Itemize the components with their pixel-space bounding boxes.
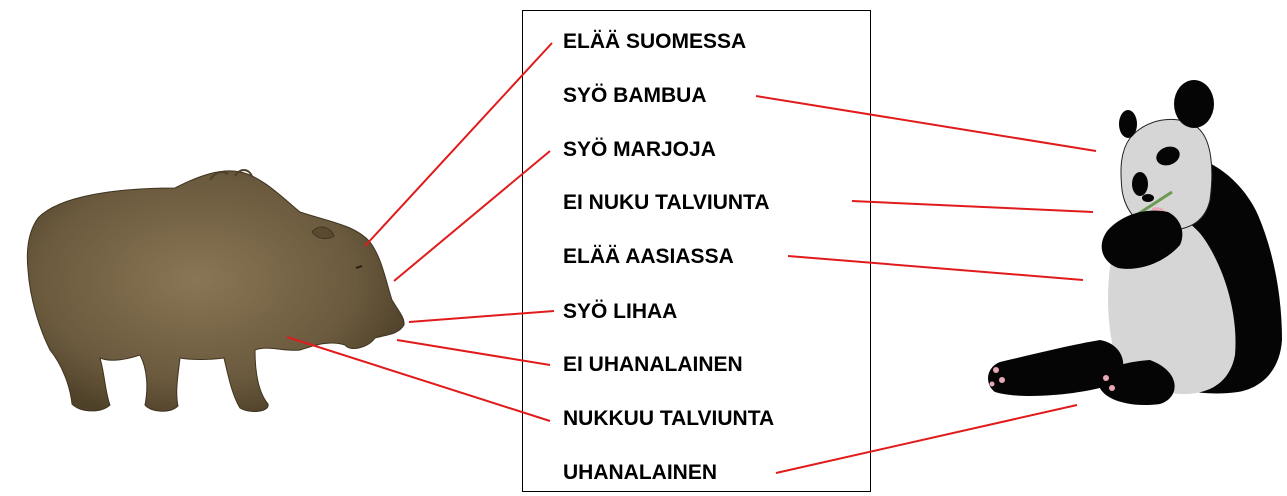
- connector-line-4: [851, 200, 1094, 213]
- label-syo-bambua: SYÖ BAMBUA: [563, 84, 707, 107]
- connector-line-3: [393, 150, 551, 282]
- connector-line-1: [364, 42, 553, 247]
- label-ei-uhanalainen: EI UHANALAINEN: [563, 353, 743, 376]
- label-elaa-aasiassa: ELÄÄ AASIASSA: [563, 245, 734, 268]
- panda-ear-right: [1174, 80, 1214, 128]
- panda-ear-left: [1119, 110, 1137, 138]
- connector-line-2: [755, 95, 1097, 152]
- bear-body: [26, 170, 405, 412]
- connector-line-5: [787, 255, 1084, 281]
- label-ei-nuku-talviunta: EI NUKU TALVIUNTA: [563, 191, 770, 214]
- label-syo-lihaa: SYÖ LIHAA: [563, 300, 678, 323]
- panda-arm: [1101, 210, 1183, 269]
- panda-leg-left: [988, 340, 1124, 396]
- connector-line-8: [286, 336, 551, 422]
- connector-line-9: [775, 404, 1078, 474]
- label-nukkuu-talviunta: NUKKUU TALVIUNTA: [563, 407, 775, 430]
- bear-eye: [355, 265, 363, 269]
- bear-ear: [311, 226, 335, 240]
- label-box: [522, 10, 871, 492]
- panda-nose: [1142, 194, 1154, 202]
- panda-eye-patch-left: [1132, 172, 1148, 196]
- label-syo-marjoja: SYÖ MARJOJA: [563, 138, 716, 161]
- panda-leg-right: [1098, 360, 1175, 406]
- panda-eye-patch-right: [1156, 146, 1180, 166]
- connector-line-7: [396, 339, 551, 366]
- label-uhanalainen: UHANALAINEN: [563, 461, 717, 484]
- connector-line-6: [408, 310, 555, 323]
- label-elaa-suomessa: ELÄÄ SUOMESSA: [563, 30, 747, 53]
